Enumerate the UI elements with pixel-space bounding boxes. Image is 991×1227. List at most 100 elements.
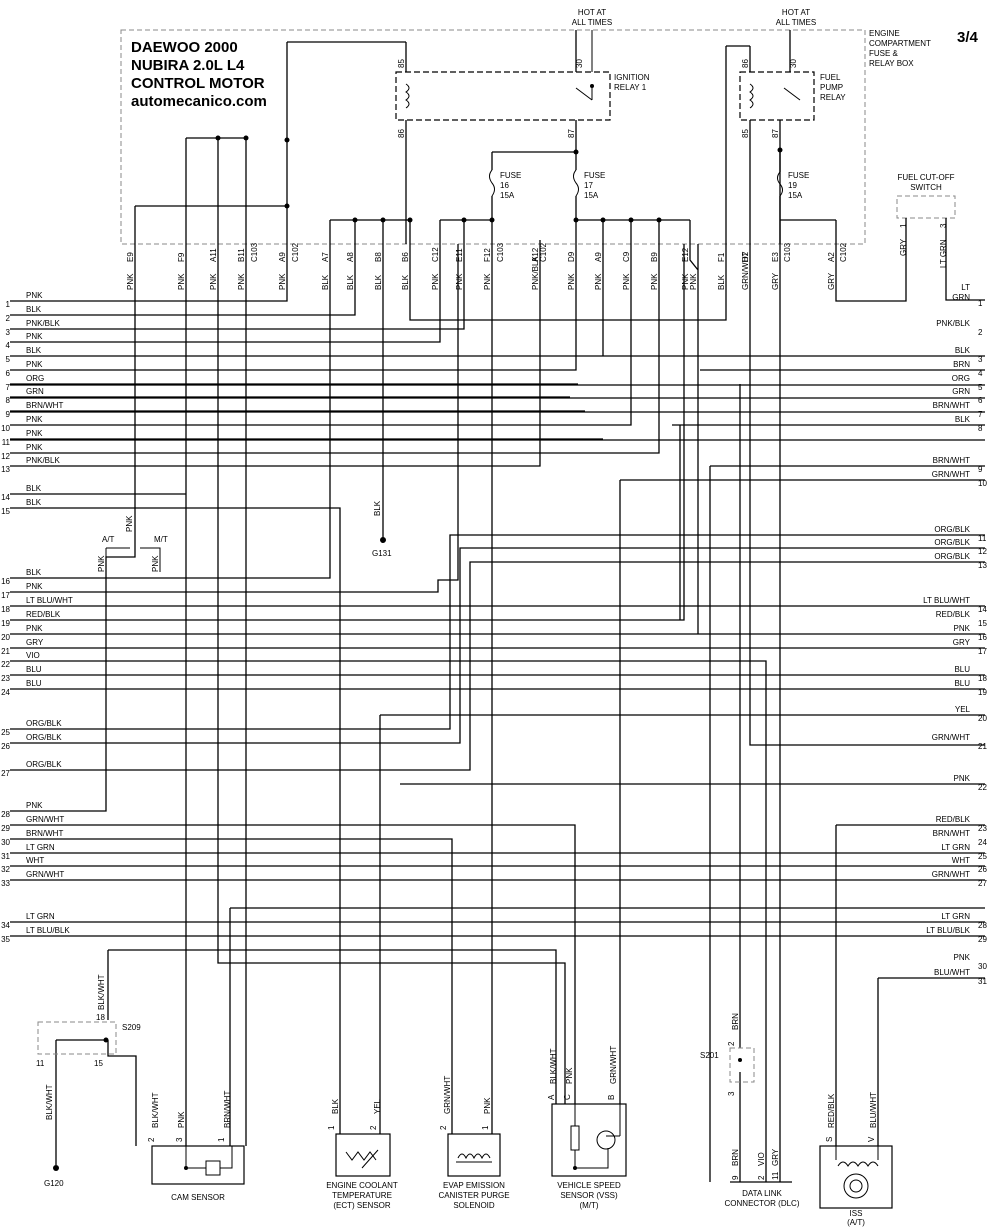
title-line-2: NUBIRA 2.0L L4: [131, 57, 245, 74]
wire-junction-dots: [53, 537, 742, 1171]
svg-text:2: 2: [147, 1137, 156, 1142]
svg-text:15A: 15A: [584, 191, 599, 200]
left-wire-number: 20: [1, 633, 10, 642]
left-wire-number: 7: [6, 383, 11, 392]
pin-wire-color: PNK/BLK: [531, 256, 540, 290]
pin-label: B9: [650, 252, 659, 262]
pin-label: E3: [771, 252, 780, 262]
left-wire-color: BLK: [26, 568, 42, 577]
left-wire-number: 26: [1, 742, 10, 751]
left-wire-number: 21: [1, 647, 10, 656]
svg-text:(A/T): (A/T): [847, 1218, 865, 1227]
hot-at-all-times-right-2: ALL TIMES: [776, 18, 816, 27]
pin-label: F9: [177, 252, 186, 262]
svg-text:86: 86: [397, 129, 406, 138]
pin-wire-color: GRY: [771, 272, 780, 290]
left-wire-color: GRN: [26, 387, 44, 396]
svg-text:1: 1: [899, 223, 908, 228]
right-wire-color: BLK: [955, 415, 971, 424]
svg-text:IGNITION: IGNITION: [614, 73, 650, 82]
right-wire-color: BLU/WHT: [934, 968, 970, 977]
right-wire-number: 14: [978, 605, 987, 614]
right-wire-number: 9: [978, 465, 983, 474]
left-wire-number: 34: [1, 921, 10, 930]
pin-label: B8: [374, 252, 383, 262]
page-number: 3/4: [957, 29, 979, 46]
svg-text:GRY: GRY: [771, 1148, 780, 1166]
right-wire-color: RED/BLK: [936, 610, 971, 619]
right-wire-number: 4: [978, 369, 983, 378]
left-wire-number: 1: [6, 300, 11, 309]
svg-text:30: 30: [575, 59, 584, 68]
cam-sensor: 2 3 1 BLK/WHT PNK BRN/WHT CAM SENSOR: [147, 1091, 245, 1202]
left-wire-number: 4: [6, 341, 11, 350]
hot-at-all-times-left-1: HOT AT: [578, 8, 606, 17]
svg-text:CAM SENSOR: CAM SENSOR: [171, 1193, 225, 1202]
fuse-box-label: ENGINE COMPARTMENT FUSE & RELAY BOX: [869, 29, 931, 68]
svg-text:BLK: BLK: [373, 500, 382, 516]
right-wire-number: 31: [978, 977, 987, 986]
left-wire-color: BLK: [26, 305, 42, 314]
harness-wires: [10, 218, 985, 1182]
right-wire-number: 12: [978, 547, 987, 556]
left-wire-color: PNK: [26, 291, 43, 300]
right-wire-color: PNK: [954, 774, 971, 783]
left-wire-number: 27: [1, 769, 10, 778]
svg-text:2: 2: [369, 1125, 378, 1130]
svg-text:C: C: [563, 1094, 572, 1100]
left-wire-number: 13: [1, 465, 10, 474]
svg-text:EVAP EMISSION: EVAP EMISSION: [443, 1181, 505, 1190]
right-wire-number: 23: [978, 824, 987, 833]
svg-text:(M/T): (M/T): [579, 1201, 598, 1210]
svg-text:PUMP: PUMP: [820, 83, 843, 92]
left-wire-number: 30: [1, 838, 10, 847]
left-wire-color: PNK: [26, 443, 43, 452]
pin-label: C12: [431, 247, 440, 262]
right-wire-number: 15: [978, 619, 987, 628]
svg-text:15: 15: [94, 1059, 103, 1068]
svg-text:BRN: BRN: [731, 1149, 740, 1166]
right-wire-color: GRN: [952, 387, 970, 396]
svg-text:BLK/WHT: BLK/WHT: [151, 1092, 160, 1128]
pin-label: A9: [594, 252, 603, 262]
right-wire-color: LT BLU/BLK: [926, 926, 970, 935]
svg-text:LT GRN: LT GRN: [939, 239, 948, 268]
left-wire-number: 18: [1, 605, 10, 614]
left-wire-number: 16: [1, 577, 10, 586]
left-wire-number: 8: [6, 396, 11, 405]
svg-text:B: B: [607, 1095, 616, 1100]
svg-text:1: 1: [481, 1125, 490, 1130]
right-wire-color: ORG: [952, 374, 970, 383]
ect-sensor: 1 2 BLK YEL ENGINE COOLANT TEMPERATURE (…: [326, 1098, 398, 1210]
svg-text:BRN: BRN: [731, 1013, 740, 1030]
svg-text:VIO: VIO: [757, 1152, 766, 1166]
left-wire-color: ORG/BLK: [26, 719, 62, 728]
svg-text:2: 2: [727, 1041, 736, 1046]
pin-wire-color: PNK: [681, 273, 690, 290]
pin-wire-color: BLK: [321, 274, 330, 290]
fuse-17: FUSE 17 15A: [573, 149, 605, 244]
left-wire-color: BRN/WHT: [26, 829, 63, 838]
right-wire-labels: PNK/BLK2BLK3BRN4ORG5GRN6BRN/WHT7BLK8BRN/…: [923, 319, 987, 986]
svg-text:GRY: GRY: [899, 238, 908, 256]
pin-wire-color: PNK: [209, 273, 218, 290]
svg-text:YEL: YEL: [373, 1098, 382, 1114]
right-wire-color: ORG/BLK: [934, 525, 970, 534]
pin-label: E9: [126, 252, 135, 262]
right-wire-color: GRN/WHT: [932, 733, 970, 742]
svg-text:18: 18: [96, 1013, 105, 1022]
svg-text:G131: G131: [372, 549, 392, 558]
svg-text:S: S: [825, 1137, 834, 1142]
pin-wire-color: PNK: [278, 273, 287, 290]
left-wire-color: BLK: [26, 498, 42, 507]
svg-text:SOLENOID: SOLENOID: [453, 1201, 495, 1210]
right-wire-color: BRN/WHT: [933, 829, 970, 838]
svg-text:(ECT) SENSOR: (ECT) SENSOR: [333, 1201, 391, 1210]
pin-label: F12: [483, 248, 492, 262]
left-wire-number: 12: [1, 452, 10, 461]
right-wire-number: 7: [978, 410, 983, 419]
ground-g131: BLK G131: [372, 500, 392, 558]
svg-text:FUEL CUT-OFF: FUEL CUT-OFF: [897, 173, 954, 182]
svg-text:87: 87: [771, 129, 780, 138]
svg-text:A: A: [547, 1094, 556, 1100]
